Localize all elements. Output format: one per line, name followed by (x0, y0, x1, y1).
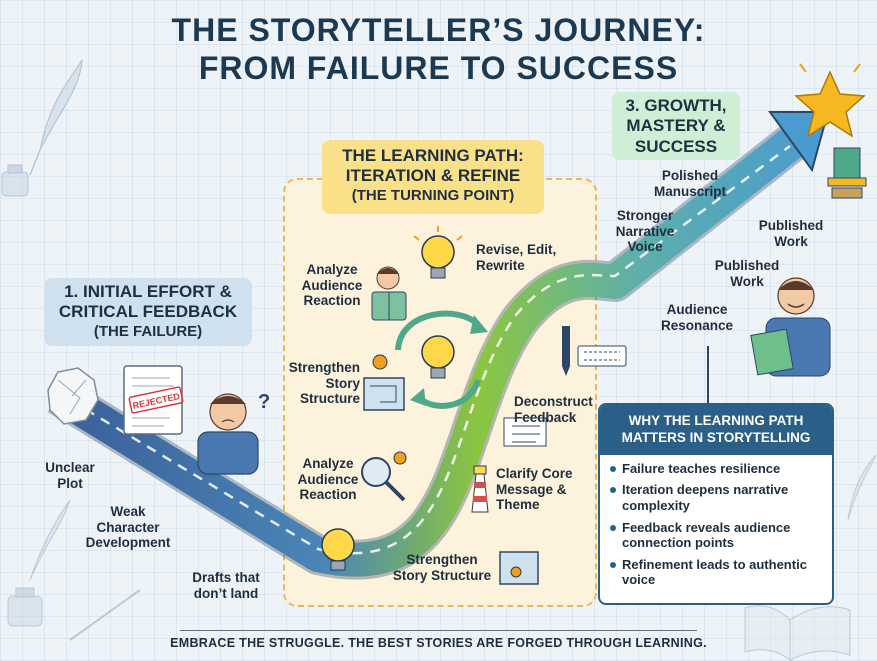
checklist-icon (503, 417, 547, 447)
why-title-line-1: WHY THE LEARNING PATH (628, 413, 804, 428)
failure-heading-line-1: 1. INITIAL EFFORT & (64, 282, 232, 301)
failure-heading: 1. INITIAL EFFORT & CRITICAL FEEDBACK (T… (44, 278, 252, 346)
why-item: Refinement leads to authentic voice (610, 557, 824, 588)
why-item: Iteration deepens narrative complexity (610, 482, 824, 513)
keyboard-icon (577, 345, 627, 367)
learning-heading-line-3: (THE TURNING POINT) (351, 186, 515, 204)
blueprint-icon (363, 354, 405, 411)
svg-text:?: ? (258, 391, 270, 413)
lightbulb-icon-top (413, 226, 463, 279)
why-list: Failure teaches resilience Iteration dee… (600, 461, 832, 588)
label-revise: Revise, Edit,Rewrite (476, 242, 557, 273)
why-title-line-2: MATTERS IN STORYTELLING (621, 429, 811, 445)
pen-icon (562, 326, 570, 376)
journey-path (49, 126, 806, 577)
why-item: Failure teaches resilience (610, 461, 824, 477)
blueprint-bottom-icon (499, 551, 539, 585)
lightbulb-icon-path (321, 528, 355, 571)
why-box-title: WHY THE LEARNING PATH MATTERS IN STORYTE… (600, 405, 832, 455)
footer-tagline: EMBRACE THE STRUGGLE. THE BEST STORIES A… (170, 636, 707, 650)
ink-bottle-icon (1, 164, 29, 197)
quill-icon (29, 59, 83, 176)
reader-icon (371, 266, 407, 321)
rejected-document-icon (123, 365, 184, 435)
success-heading: 3. GROWTH, MASTERY & SUCCESS (612, 92, 740, 160)
title-line-1: THE STORYTELLER’S JOURNEY: (171, 12, 706, 48)
magnifier-icon (361, 451, 407, 502)
trophy-book-icon (827, 147, 867, 199)
quill-right-icon (847, 454, 877, 521)
cycle-arrow-top-icon (395, 310, 481, 351)
footer-divider (180, 630, 697, 631)
success-heading-line-2: MASTERY & (626, 116, 726, 136)
open-book-icon (744, 605, 851, 661)
lightbulb-icon-middle (421, 335, 455, 379)
sad-writer-icon: ? (197, 391, 270, 475)
why-learning-path-box: WHY THE LEARNING PATH MATTERS IN STORYTE… (598, 403, 834, 605)
success-heading-line-3: SUCCESS (634, 136, 718, 156)
learning-heading: THE LEARNING PATH: ITERATION & REFINE (T… (322, 140, 544, 214)
happy-writer-icon (750, 277, 831, 377)
learning-heading-line-2: ITERATION & REFINE (345, 166, 521, 186)
why-item: Feedback reveals audience connection poi… (610, 520, 824, 551)
success-heading-line-1: 3. GROWTH, (625, 96, 727, 115)
failure-heading-line-3: (THE FAILURE) (93, 322, 203, 340)
inkwell-quill-icon (7, 499, 141, 641)
learning-heading-line-1: THE LEARNING PATH: (342, 146, 524, 165)
title-line-2: FROM FAILURE TO SUCCESS (198, 50, 679, 86)
failure-heading-line-2: CRITICAL FEEDBACK (58, 302, 238, 322)
star-icon (794, 63, 866, 138)
crumpled-paper-icon (47, 367, 99, 425)
lighthouse-icon (471, 465, 489, 513)
